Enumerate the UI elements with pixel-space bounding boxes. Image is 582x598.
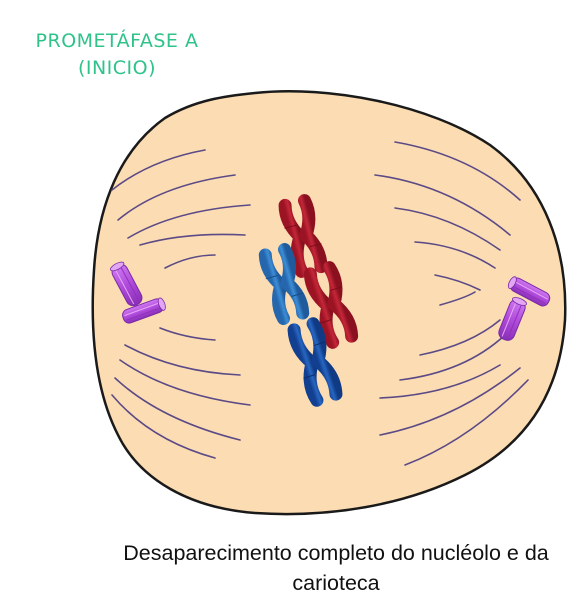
phase-title-line-1: PROMETÁFASE A bbox=[35, 30, 199, 52]
spindle-fibers-right bbox=[374, 141, 529, 466]
caption: Desaparecimento completo do nucléolo e d… bbox=[60, 538, 582, 598]
caption-line-1: Desaparecimento completo do nucléolo e d… bbox=[123, 541, 549, 565]
centriole-pair-right bbox=[498, 276, 551, 341]
phase-title: PROMETÁFASE A (INICIO) bbox=[0, 28, 234, 82]
centriole-right-vertical bbox=[498, 297, 527, 341]
centriole-right-horizontal bbox=[507, 276, 551, 307]
chromosome-blue-lower bbox=[287, 317, 343, 407]
chromosome-blue-upper bbox=[258, 243, 310, 325]
centriole-left-vertical bbox=[109, 261, 143, 307]
chromosome-red-lower bbox=[303, 261, 359, 349]
centriole-pair-left bbox=[109, 261, 166, 324]
spindle-fibers-left bbox=[111, 149, 251, 459]
chromosome-red-upper bbox=[278, 194, 328, 278]
caption-line-2: carioteca bbox=[292, 571, 380, 595]
centriole-left-horizontal bbox=[122, 297, 166, 324]
phase-title-line-2: (INICIO) bbox=[77, 57, 157, 79]
